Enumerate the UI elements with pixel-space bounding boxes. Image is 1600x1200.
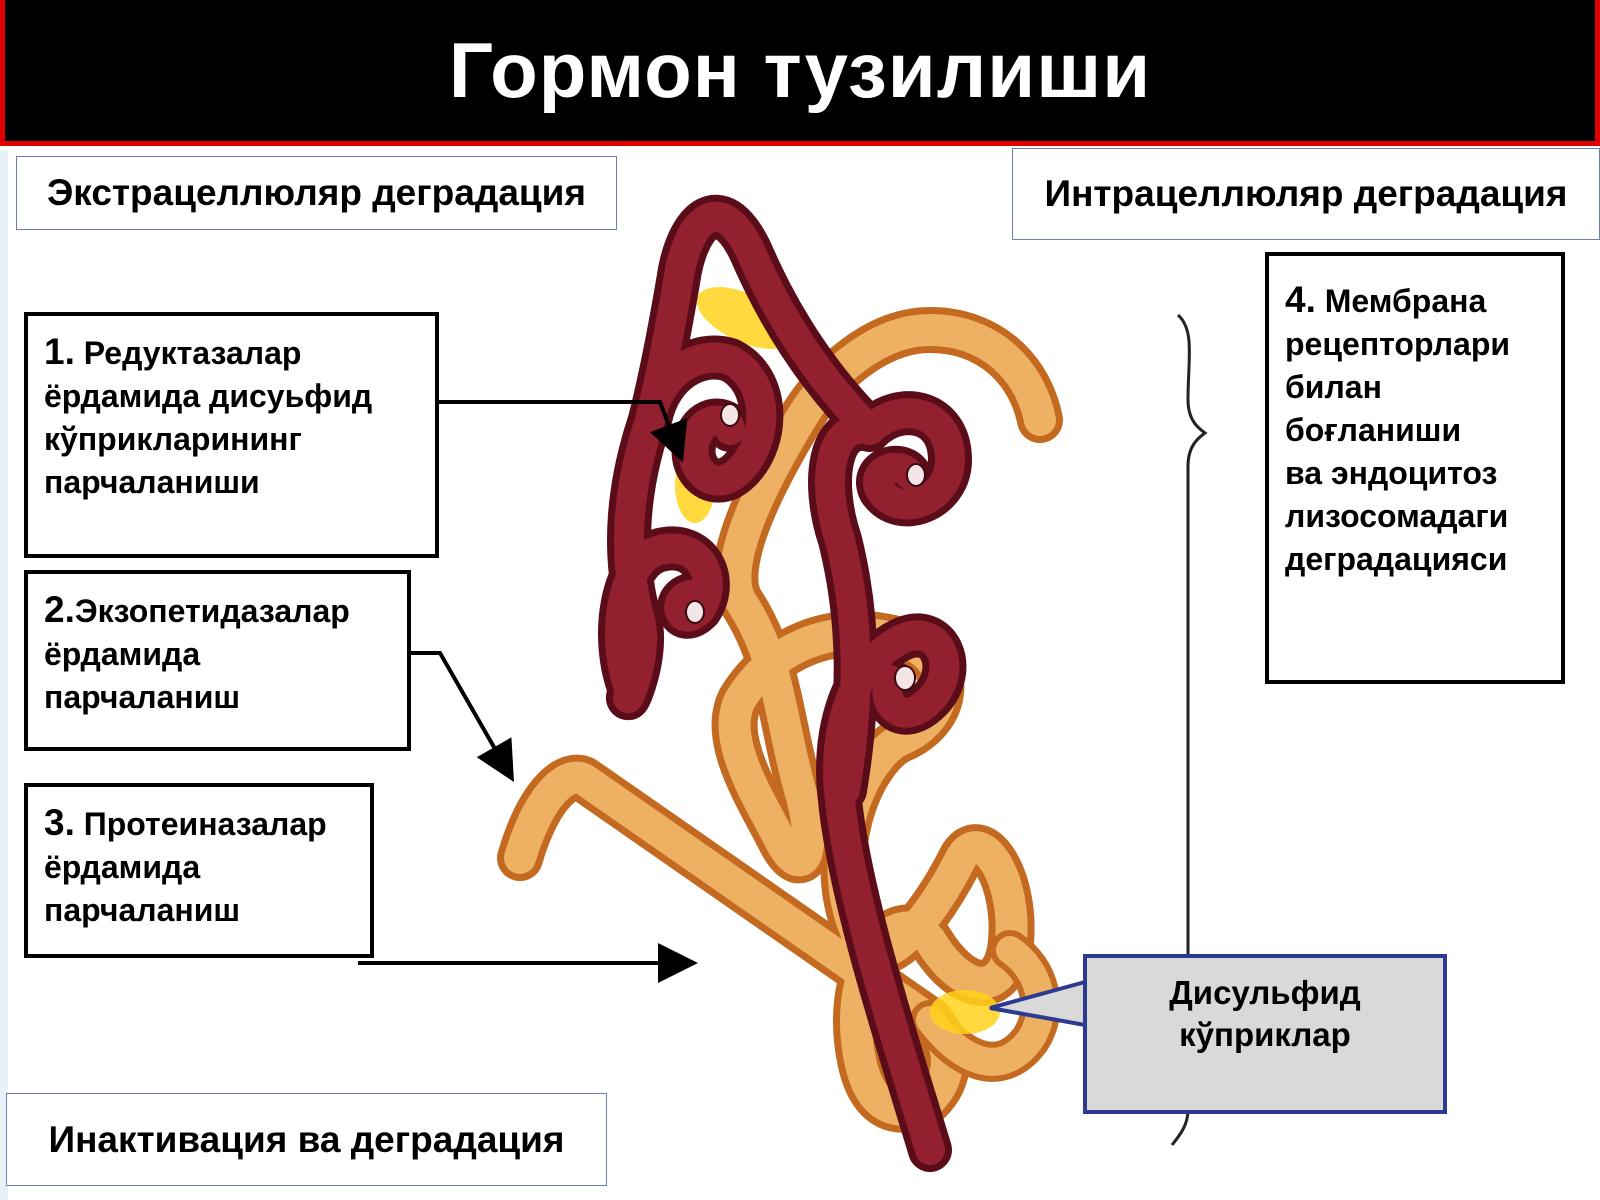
step-1-line-2: ёрдамида дисуьфид (44, 378, 373, 414)
arrows (358, 400, 698, 983)
step-4-line-7: деградацияси (1285, 541, 1508, 577)
step-2-line-3: парчаланиш (44, 679, 241, 715)
step-4-line-4: боғланиши (1285, 412, 1462, 448)
extracellular-header: Экстрацеллюляр деградация (16, 156, 617, 230)
disulfide-callout: Дисульфид кўприклар (1083, 954, 1447, 1114)
step-2-box: 2.Экзопетидазалар ёрдамида парчаланиш (24, 570, 411, 751)
arrow-step-1 (437, 400, 688, 463)
step-1-line-1: Редуктазалар (83, 335, 302, 371)
step-4-number: 4. (1285, 279, 1316, 320)
step-4-line-2: рецепторлари (1285, 326, 1511, 362)
spiral-centers (685, 403, 926, 691)
step-3-line-2: ёрдамида (44, 849, 201, 885)
step-1-box: 1. Редуктазалар ёрдамида дисуьфид кўприк… (24, 312, 439, 558)
step-4-line-6: лизосомадаги (1285, 498, 1509, 534)
step-4-line-5: ва эндоцитоз (1285, 455, 1498, 491)
step-4-line-1: Мембрана (1324, 283, 1487, 319)
brace (1170, 313, 1208, 1146)
dark-chain (598, 194, 972, 1172)
step-3-line-1: Протеиназалар (83, 806, 327, 842)
step-3-box: 3. Протеиназалар ёрдамида парчаланиш (24, 783, 374, 958)
step-3-line-3: парчаланиш (44, 892, 241, 928)
step-2-line-2: ёрдамида (44, 636, 201, 672)
side-strip (0, 150, 8, 1200)
step-1-line-3: кўприкларининг (44, 421, 302, 457)
step-4-line-3: билан (1285, 369, 1382, 405)
step-2-number: 2. (44, 589, 75, 630)
disulfide-bridges (675, 287, 1000, 1034)
step-3-number: 3. (44, 802, 75, 843)
callout-line-1: Дисульфид (1169, 974, 1361, 1011)
page-title: Гормон тузилиши (448, 26, 1152, 114)
footer-label: Инактивация ва деградация (6, 1093, 607, 1186)
step-2-line-1: Экзопетидазалар (74, 593, 350, 629)
title-bar: Гормон тузилиши (0, 0, 1600, 146)
step-1-number: 1. (44, 331, 75, 372)
step-4-box: 4. Мембрана рецепторлари билан боғланиши… (1265, 252, 1565, 684)
callout-line-2: кўприклар (1179, 1016, 1351, 1053)
intracellular-header: Интрацеллюляр деградация (1012, 148, 1600, 240)
step-1-line-4: парчаланиши (44, 464, 260, 500)
arrow-step-2 (410, 651, 514, 782)
